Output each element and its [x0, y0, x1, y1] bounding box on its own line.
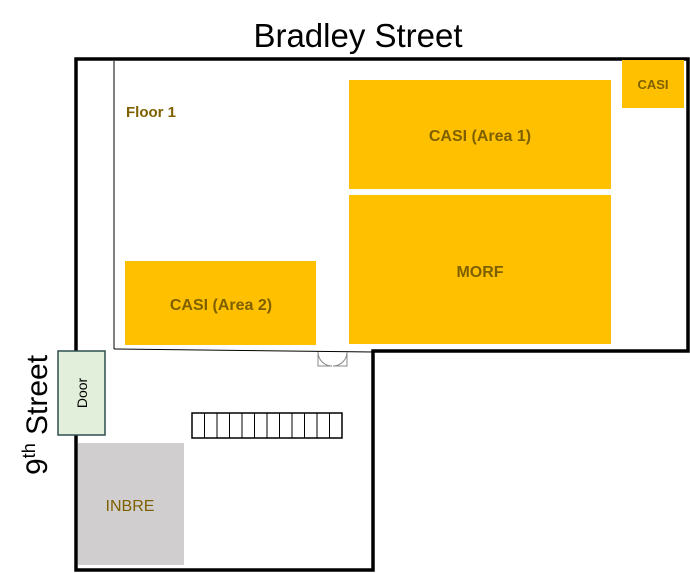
- ninth-street-label: 9th Street: [19, 354, 54, 475]
- casi-area2-label: CASI (Area 2): [170, 297, 272, 314]
- door-room: [57, 350, 106, 436]
- morf-label: MORF: [456, 264, 503, 281]
- casi-small-label: CASI: [637, 77, 668, 92]
- door-label: Door: [74, 377, 90, 408]
- casi-small-room: [622, 60, 684, 108]
- casi-area2-room: [125, 261, 316, 345]
- inner-wall-horizontal: [113, 348, 374, 353]
- building-outline: [74, 57, 690, 572]
- double-door-icon: [317, 351, 348, 367]
- stairs-icon: [191, 412, 343, 439]
- inbre-room: [78, 443, 184, 565]
- morf-room: [349, 195, 611, 344]
- casi-area1-room: [349, 80, 611, 189]
- bradley-street-label: Bradley Street: [253, 17, 462, 54]
- casi-area1-label: CASI (Area 1): [429, 128, 531, 145]
- inbre-label: INBRE: [106, 498, 155, 515]
- floor-label: Floor 1: [126, 104, 176, 121]
